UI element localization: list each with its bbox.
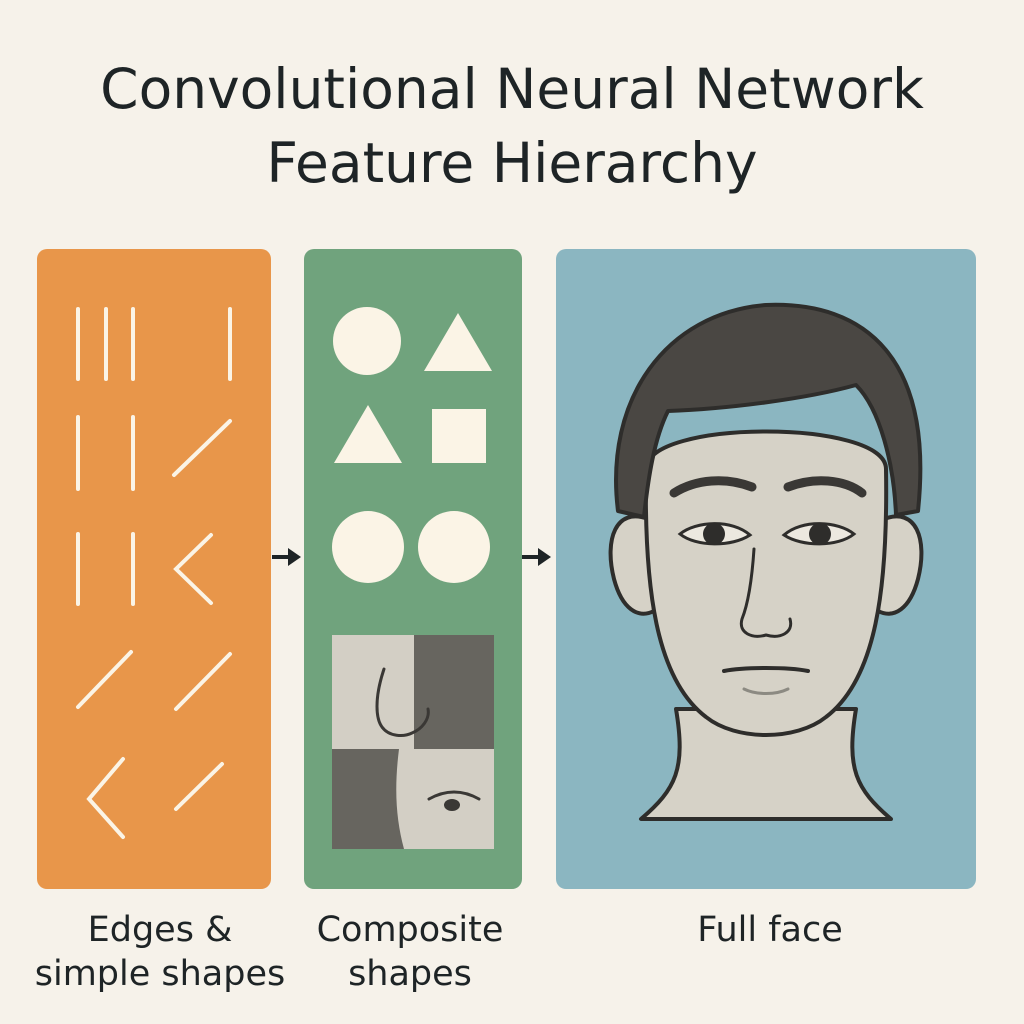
eye-detail — [427, 790, 481, 801]
composite-panel — [304, 249, 522, 889]
composite-illustration — [332, 307, 494, 849]
circle-shape — [418, 511, 490, 583]
triangle-shape — [334, 405, 402, 463]
right-eyebrow — [783, 476, 867, 498]
edges-panel — [37, 249, 271, 889]
caption-line: simple shapes — [34, 954, 286, 994]
caption-line: shapes — [348, 954, 472, 994]
edges-caption: Edges & simple shapes — [20, 908, 300, 996]
title-line-1: Convolutional Neural Network — [100, 57, 924, 121]
diagram-title: Convolutional Neural Network Feature Hie… — [0, 52, 1024, 200]
composite-caption: Composite shapes — [290, 908, 530, 996]
nose — [739, 547, 793, 638]
neck-shoulders — [639, 707, 893, 821]
face-caption: Full face — [620, 908, 920, 952]
circle-shape — [332, 511, 404, 583]
face-illustration — [608, 302, 924, 821]
edge-stroke — [174, 652, 232, 711]
hair — [614, 302, 923, 519]
left-eyebrow — [669, 476, 757, 498]
edge-stroke — [174, 762, 224, 811]
face-shape — [643, 429, 889, 737]
triangle-shape — [424, 313, 492, 371]
edge-stroke — [76, 650, 133, 709]
right-ear — [875, 514, 924, 616]
left-ear — [608, 514, 657, 616]
circle-shape — [333, 307, 401, 375]
face-parts-patch — [332, 635, 494, 849]
caption-line: Composite — [316, 910, 504, 950]
arrow-right-icon — [272, 548, 301, 566]
nose-detail — [375, 667, 430, 737]
mouth — [722, 666, 810, 673]
face-panel — [556, 249, 976, 889]
caption-line: Full face — [697, 910, 843, 950]
edge-angle — [86, 757, 125, 839]
arrow-right-icon — [522, 548, 551, 566]
edge-stroke — [172, 419, 232, 477]
square-shape — [432, 409, 486, 463]
edge-angle — [173, 533, 213, 605]
edges-illustration — [76, 307, 232, 839]
title-line-2: Feature Hierarchy — [266, 131, 758, 195]
caption-line: Edges & — [87, 910, 233, 950]
